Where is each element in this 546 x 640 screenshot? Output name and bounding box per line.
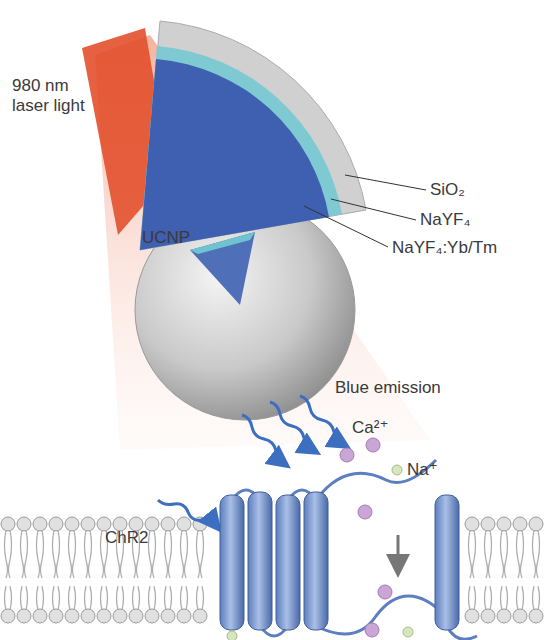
- layer-label: NaYF₄:Yb/Tm: [392, 238, 497, 258]
- layer-label: NaYF₄: [420, 210, 470, 230]
- lipid: [49, 517, 63, 623]
- doped-core: [140, 59, 329, 250]
- leader-line: [345, 175, 426, 190]
- lipid-head: [497, 517, 511, 531]
- lipid-head: [497, 609, 511, 623]
- lipid-head: [161, 517, 175, 531]
- lipid: [177, 517, 191, 623]
- laser-label: 980 nm laser light: [12, 76, 92, 116]
- lipid-head: [145, 609, 159, 623]
- emission-label: Blue emission: [335, 378, 441, 398]
- ion-label: Na⁺: [407, 460, 438, 480]
- nanoparticle-sphere: [135, 200, 355, 420]
- lipid-head: [1, 517, 15, 531]
- lipid-tail: [69, 530, 76, 578]
- lipid-head: [177, 609, 191, 623]
- lipid-head: [465, 609, 479, 623]
- lipid-head: [193, 609, 207, 623]
- lipid: [33, 517, 47, 623]
- lipid-head: [529, 517, 543, 531]
- leader-line: [331, 199, 416, 220]
- lipid-tail: [21, 530, 28, 578]
- lipid-tail: [517, 530, 524, 578]
- lipid-head: [113, 609, 127, 623]
- ions: [227, 438, 413, 640]
- lipid: [529, 517, 543, 623]
- lipid-head: [529, 609, 543, 623]
- lipid-tail: [197, 586, 204, 610]
- lipid-head: [81, 517, 95, 531]
- lipid-head: [1, 609, 15, 623]
- lipid-tail: [21, 586, 28, 610]
- lipid-tail: [117, 586, 124, 610]
- lipid-tail: [533, 530, 540, 578]
- lipid-tail: [181, 530, 188, 578]
- channel-label: ChR2: [105, 528, 148, 548]
- lipid-head: [17, 517, 31, 531]
- lipid-tail: [517, 586, 524, 610]
- lipid-tail: [485, 586, 492, 610]
- leader-line: [304, 206, 388, 247]
- lipid-tail: [165, 530, 172, 578]
- lipid-head: [481, 609, 495, 623]
- lipid-tail: [149, 586, 156, 610]
- lipid-head: [465, 517, 479, 531]
- lipid-tail: [501, 586, 508, 610]
- lipid-tail: [469, 586, 476, 610]
- flow-arrow: [397, 535, 400, 572]
- lipid: [481, 517, 495, 623]
- lipid-tail: [501, 530, 508, 578]
- lipid-tail: [37, 530, 44, 578]
- lipid: [513, 517, 527, 623]
- lipid-head: [33, 517, 47, 531]
- sphere-cutaway: [190, 232, 255, 305]
- lipid-head: [513, 517, 527, 531]
- nayf4-shell: [140, 46, 342, 250]
- lipid-tail: [37, 586, 44, 610]
- lipid: [497, 517, 511, 623]
- lipid-head: [49, 609, 63, 623]
- lipid-tail: [149, 530, 156, 578]
- lipid-tail: [5, 586, 12, 610]
- layer-label: SiO₂: [430, 180, 465, 200]
- lipid: [17, 517, 31, 623]
- lipid-head: [161, 609, 175, 623]
- lipid: [1, 517, 15, 623]
- channelrhodopsin: [220, 460, 477, 639]
- lipid: [65, 517, 79, 623]
- particle-label: UCNP: [142, 228, 190, 248]
- lipid: [161, 517, 175, 623]
- lipid-tail: [85, 530, 92, 578]
- lipid-head: [177, 517, 191, 531]
- lipid-tail: [533, 586, 540, 610]
- lipid-tail: [133, 586, 140, 610]
- lipid-head: [17, 609, 31, 623]
- lipid: [465, 517, 479, 623]
- lipid-head: [81, 609, 95, 623]
- lipid-tail: [53, 530, 60, 578]
- lipid: [81, 517, 95, 623]
- lipid-head: [129, 609, 143, 623]
- lipid-tail: [101, 586, 108, 610]
- lipid-head: [65, 517, 79, 531]
- lipid-head: [481, 517, 495, 531]
- lipid-tail: [69, 586, 76, 610]
- lipid-tail: [181, 586, 188, 610]
- lipid-head: [65, 609, 79, 623]
- lipid: [193, 517, 207, 623]
- lipid-tail: [5, 530, 12, 578]
- lipid-head: [49, 517, 63, 531]
- silica-shell: [140, 21, 366, 250]
- lipid-tail: [485, 530, 492, 578]
- lipid-tail: [469, 530, 476, 578]
- lipid-tail: [165, 586, 172, 610]
- lipid-head: [513, 609, 527, 623]
- lipid-tail: [197, 530, 204, 578]
- ion-label: Ca²⁺: [352, 418, 388, 438]
- lipid-head: [97, 609, 111, 623]
- lipid-tail: [53, 586, 60, 610]
- lipid-tail: [85, 586, 92, 610]
- lipid-head: [33, 609, 47, 623]
